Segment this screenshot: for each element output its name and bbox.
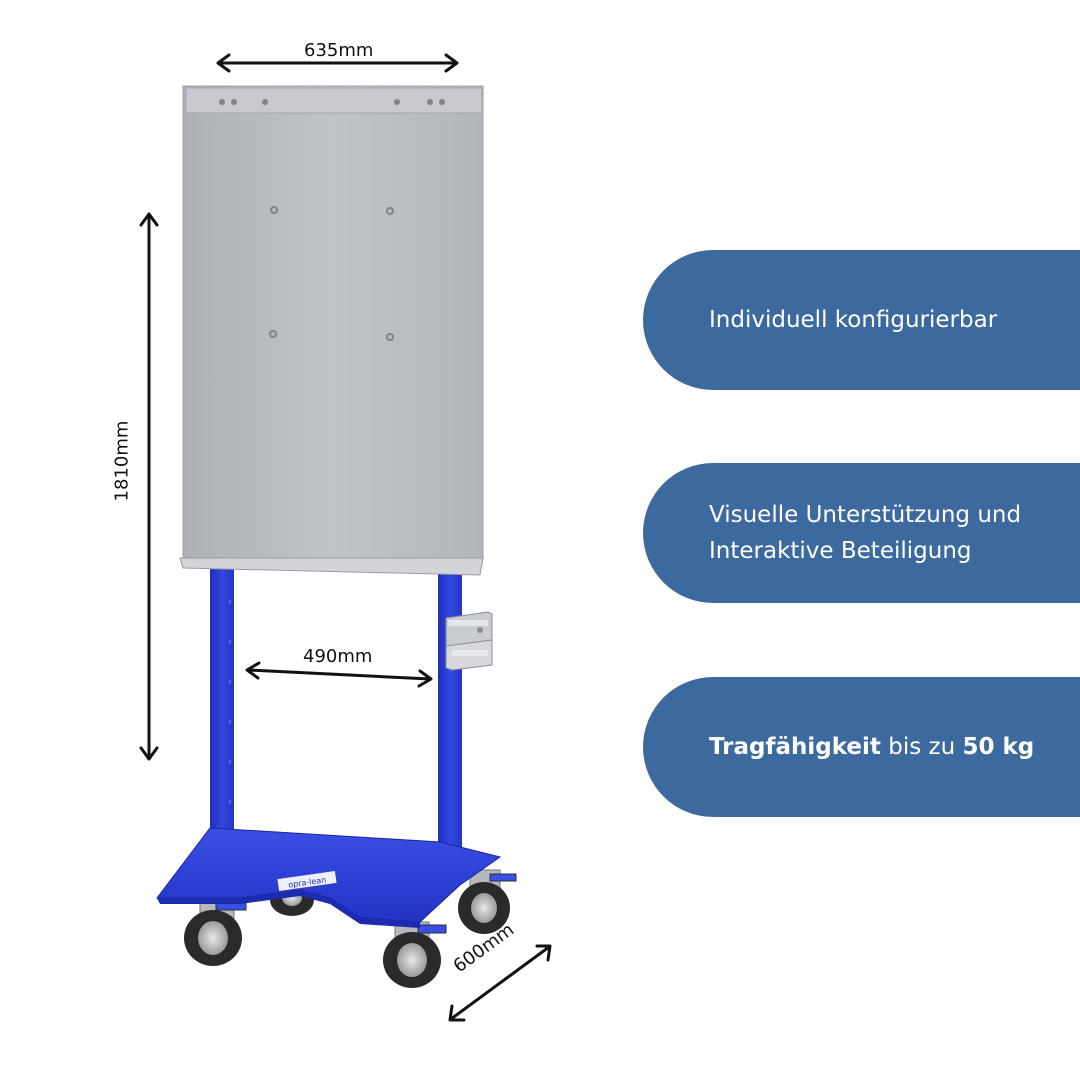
feature-visual-support: Visuelle Unterstützung und Interaktive B… xyxy=(643,463,1080,603)
dimension-width-label: 635mm xyxy=(304,40,374,61)
feature-load-capacity-text: Tragfähigkeit bis zu 50 kg xyxy=(709,729,1080,765)
load-capacity-value: 50 kg xyxy=(962,734,1035,760)
feature-configurable-text: Individuell konfigurierbar xyxy=(709,307,998,333)
dimension-height-label: 1810mm xyxy=(111,420,133,502)
caster-wheels xyxy=(184,869,517,988)
feature-load-capacity: Tragfähigkeit bis zu 50 kg xyxy=(643,677,1080,817)
dimension-inner-width-label: 490mm xyxy=(303,646,373,667)
feature-visual-support-line2: Interaktive Beteiligung xyxy=(709,538,972,564)
dimension-arrows xyxy=(139,53,552,1022)
load-capacity-label: Tragfähigkeit xyxy=(709,734,881,760)
load-capacity-connector: bis zu xyxy=(880,734,963,760)
feature-visual-support-line1: Visuelle Unterstützung und xyxy=(709,502,1022,528)
feature-configurable: Individuell konfigurierbar xyxy=(643,250,1080,390)
base-plate: opra-lean xyxy=(155,827,502,928)
side-bracket xyxy=(445,611,493,671)
frame-posts xyxy=(210,562,462,865)
board-panel xyxy=(179,85,484,576)
